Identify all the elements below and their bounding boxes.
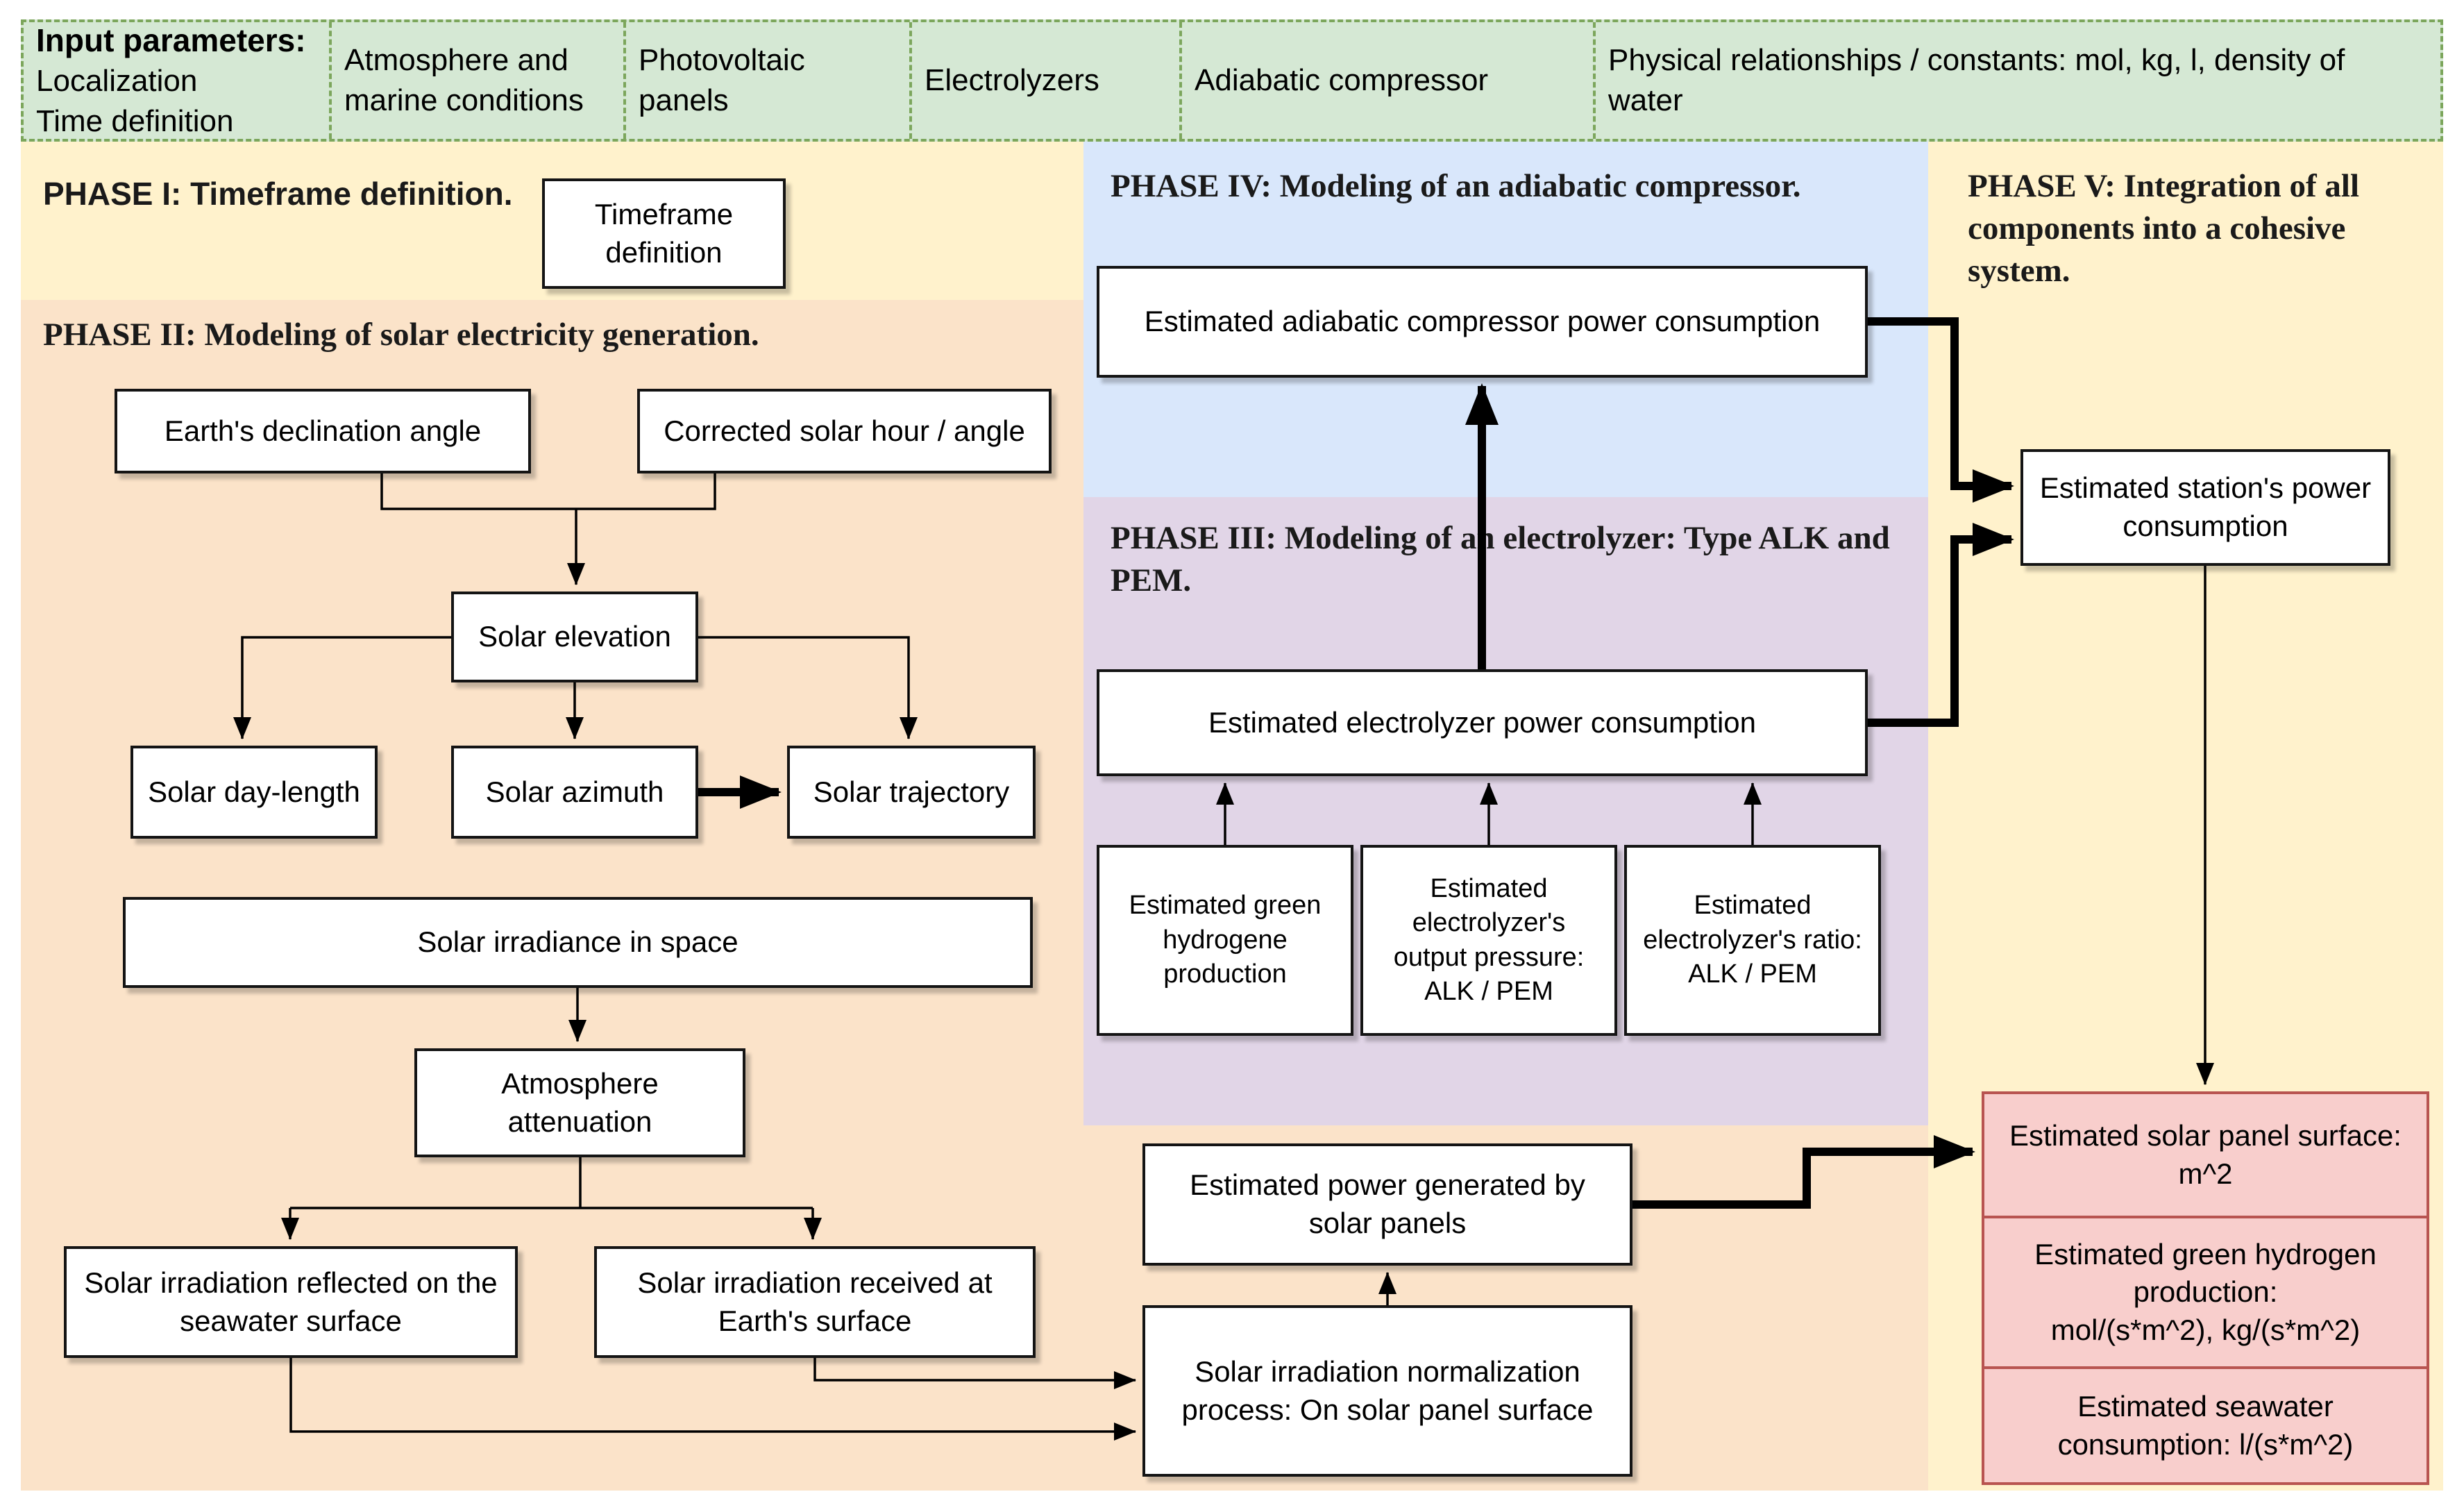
- node-declination-label: Earth's declination angle: [164, 414, 482, 447]
- node-power-panels: Estimated power generated by solar panel…: [1142, 1143, 1632, 1266]
- node-irradiance-space-label: Solar irradiance in space: [417, 925, 739, 959]
- input-segment-constants-label: Physical relationships / constants: mol,…: [1608, 42, 2345, 117]
- input-segment-atmosphere-label: Atmosphere and marine conditions: [344, 42, 584, 117]
- node-station-power: Estimated station's power consumption: [2020, 449, 2390, 566]
- input-segment-atmosphere: Atmosphere and marine conditions: [329, 22, 623, 139]
- node-corrected-hour-label: Corrected solar hour / angle: [664, 414, 1025, 447]
- node-timeframe-label: Timeframe definition: [594, 197, 734, 269]
- node-output-pressure-label: Estimated electrolyzer's output pressure…: [1393, 873, 1585, 1006]
- input-segment-localization-label: Localization Time definition: [36, 64, 234, 139]
- phase4-title: PHASE IV: Modeling of an adiabatic compr…: [1111, 168, 1801, 204]
- edge-inputs-to-elevation-bus: [380, 473, 716, 510]
- node-elevation: Solar elevation: [451, 592, 698, 682]
- output-row-panel-surface: Estimated solar panel surface: m^2: [1984, 1094, 2427, 1216]
- node-trajectory: Solar trajectory: [787, 746, 1036, 839]
- edge-elevation-to-trajectory: [698, 636, 918, 739]
- phase1-title: PHASE I: Timeframe definition.: [43, 176, 513, 212]
- node-elevation-label: Solar elevation: [478, 620, 671, 653]
- input-segment-compressor: Adiabatic compressor: [1179, 22, 1593, 139]
- node-day-length: Solar day-length: [130, 746, 378, 839]
- node-compressor-power: Estimated adiabatic compressor power con…: [1097, 266, 1868, 378]
- edge-reflected-to-normalization: [289, 1358, 1136, 1441]
- output-row-seawater-label: Estimated seawater consumption: l/(s*m^2…: [2057, 1389, 2354, 1461]
- node-declination: Earth's declination angle: [115, 389, 531, 473]
- input-bar-heading: Input parameters:: [36, 22, 306, 58]
- node-reflected-label: Solar irradiation reflected on the seawa…: [84, 1266, 498, 1337]
- node-trajectory-label: Solar trajectory: [813, 775, 1010, 808]
- node-atmosphere: Atmosphere attenuation: [414, 1048, 745, 1157]
- node-ratio: Estimated electrolyzer's ratio: ALK / PE…: [1624, 845, 1881, 1036]
- output-row-h2-production: Estimated green hydrogen production: mol…: [1984, 1216, 2427, 1366]
- phase3-title: PHASE III: Modeling of an electrolyzer: …: [1111, 520, 1890, 599]
- input-segment-electrolyzers: Electrolyzers: [909, 22, 1179, 139]
- phase5-title: PHASE V: Integration of all components i…: [1968, 168, 2360, 290]
- node-compressor-power-label: Estimated adiabatic compressor power con…: [1144, 305, 1821, 338]
- node-h2-production-label: Estimated green hydrogene production: [1129, 891, 1322, 989]
- node-azimuth-label: Solar azimuth: [485, 775, 664, 808]
- output-row-seawater: Estimated seawater consumption: l/(s*m^2…: [1984, 1366, 2427, 1482]
- node-normalization-label: Solar irradiation normalization process:…: [1181, 1354, 1594, 1426]
- outputs-table: Estimated solar panel surface: m^2 Estim…: [1982, 1091, 2429, 1485]
- input-segment-photovoltaic-label: Photovoltaic panels: [639, 42, 805, 117]
- input-parameters-bar: Input parameters: Localization Time defi…: [21, 19, 2443, 142]
- node-received-label: Solar irradiation received at Earth's su…: [637, 1266, 993, 1337]
- node-electrolyzer-power-label: Estimated electrolyzer power consumption: [1208, 705, 1757, 739]
- input-segment-compressor-label: Adiabatic compressor: [1195, 62, 1489, 97]
- edge-atmosphere-bus: [290, 1157, 813, 1209]
- phase2-title: PHASE II: Modeling of solar electricity …: [43, 317, 759, 353]
- node-timeframe: Timeframe definition: [542, 178, 786, 289]
- node-power-panels-label: Estimated power generated by solar panel…: [1190, 1168, 1585, 1239]
- node-day-length-label: Solar day-length: [148, 775, 360, 808]
- output-row-panel-surface-label: Estimated solar panel surface: m^2: [2009, 1118, 2402, 1190]
- edge-electrolyzer-to-station: [1868, 523, 2014, 727]
- node-normalization: Solar irradiation normalization process:…: [1142, 1305, 1632, 1477]
- node-azimuth: Solar azimuth: [451, 746, 698, 839]
- edge-received-to-normalization: [813, 1358, 1136, 1389]
- node-station-power-label: Estimated station's power consumption: [2039, 471, 2372, 542]
- node-atmosphere-label: Atmosphere attenuation: [501, 1066, 659, 1138]
- input-segment-photovoltaic: Photovoltaic panels: [623, 22, 909, 139]
- edge-power-to-outputs: [1632, 1135, 1975, 1209]
- input-segment-localization: Input parameters: Localization Time defi…: [24, 22, 329, 139]
- input-segment-electrolyzers-label: Electrolyzers: [925, 62, 1099, 97]
- edge-compressor-to-station: [1868, 317, 2014, 503]
- node-irradiance-space: Solar irradiance in space: [123, 897, 1033, 988]
- node-reflected: Solar irradiation reflected on the seawa…: [64, 1246, 518, 1358]
- node-electrolyzer-power: Estimated electrolyzer power consumption: [1097, 669, 1868, 776]
- node-ratio-label: Estimated electrolyzer's ratio: ALK / PE…: [1643, 891, 1862, 989]
- input-segment-constants: Physical relationships / constants: mol,…: [1593, 22, 2440, 139]
- edge-elevation-to-daylength: [233, 636, 451, 739]
- node-h2-production: Estimated green hydrogene production: [1097, 845, 1353, 1036]
- output-row-h2-production-label: Estimated green hydrogen production: mol…: [2034, 1237, 2377, 1346]
- node-output-pressure: Estimated electrolyzer's output pressure…: [1360, 845, 1617, 1036]
- node-received: Solar irradiation received at Earth's su…: [594, 1246, 1036, 1358]
- node-corrected-hour: Corrected solar hour / angle: [637, 389, 1052, 473]
